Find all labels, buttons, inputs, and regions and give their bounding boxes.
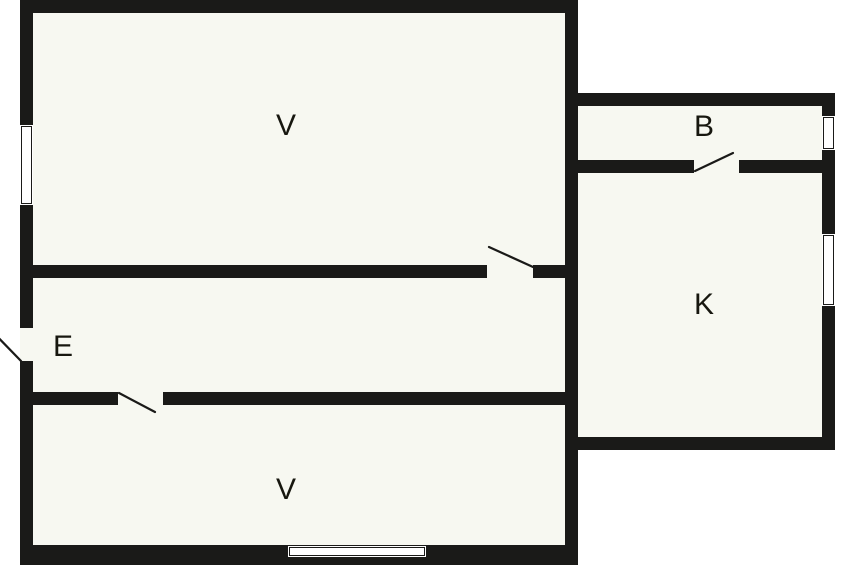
door-entrance-opening: [20, 328, 33, 361]
floor-kitchen: [578, 173, 822, 437]
room-label-bathroom: B: [693, 110, 715, 143]
window-right-lower: [822, 234, 835, 306]
door-bathroom-opening: [694, 160, 739, 173]
window-left-upper-frame: [20, 125, 33, 205]
window-left-upper: [20, 125, 33, 205]
floor-entrance-hall: [33, 278, 565, 392]
door-v-lower-opening: [118, 392, 163, 405]
door-v-upper-opening: [487, 265, 533, 278]
floor-living-room-lower: [33, 405, 565, 545]
door-bathroom-leaf: [693, 151, 735, 173]
room-label-living-room-upper: V: [275, 109, 297, 142]
wall-wing-top-wall: [565, 93, 835, 106]
room-label-entrance-hall: E: [52, 330, 74, 363]
wall-main-right-mid: [565, 93, 578, 445]
window-bottom-frame: [288, 546, 426, 557]
wall-main-right-upper: [565, 0, 578, 105]
floor-living-room-upper: [33, 13, 565, 265]
window-bottom: [288, 546, 426, 557]
wall-hall-wing-face: [565, 278, 578, 392]
floor-bathroom: [578, 106, 822, 160]
door-entrance-leaf: [0, 337, 23, 363]
windows: [20, 116, 835, 557]
door-v-lower-leaf: [117, 391, 157, 414]
partition-v-upper-hall-divider: [33, 265, 565, 278]
partition-hall-v-lower-divider: [33, 392, 565, 405]
window-right-upper-frame: [822, 116, 835, 150]
doors: [0, 151, 739, 414]
wall-top-wall: [20, 0, 578, 13]
wall-left-wall: [20, 0, 33, 565]
door-v-upper-leaf: [487, 245, 535, 269]
window-right-upper: [822, 116, 835, 150]
wall-wing-bottom-wall: [578, 437, 835, 450]
room-floors: [33, 13, 822, 545]
room-label-kitchen: K: [693, 288, 715, 321]
window-right-lower-frame: [822, 234, 835, 306]
room-label-living-room-lower: V: [275, 473, 297, 506]
